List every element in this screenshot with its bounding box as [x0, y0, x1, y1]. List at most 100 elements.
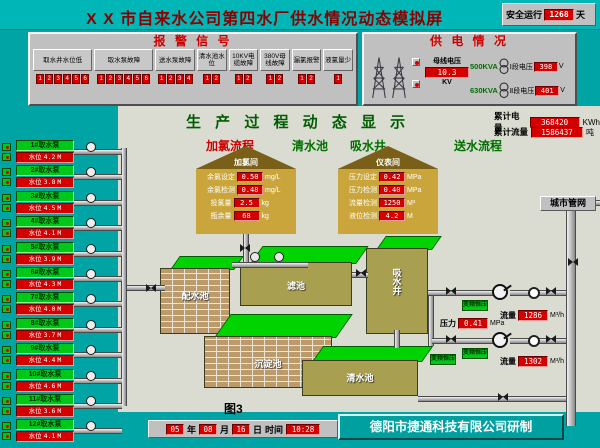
pump-icon[interactable]	[86, 421, 96, 432]
valve-icon[interactable]	[546, 287, 556, 295]
pump-icon[interactable]	[86, 218, 96, 229]
house-row-unit: kg	[261, 199, 269, 207]
section-label-suction-well: 吸水井	[350, 139, 387, 153]
pump-icon[interactable]	[86, 396, 96, 406]
bus-voltage-display: 10.3	[425, 67, 469, 78]
pump-status-light	[2, 432, 11, 441]
valve-icon[interactable]	[498, 393, 508, 401]
pump-status-light	[2, 229, 11, 238]
suction-header-pipe	[428, 290, 434, 346]
pipe	[74, 403, 122, 409]
dosing-pump-icon[interactable]	[274, 252, 284, 262]
pump-unit: 12#取水泵 水位 4.1 M	[2, 419, 122, 443]
pump-name-display: 2#取水泵	[16, 165, 74, 177]
pump-icon[interactable]	[86, 370, 96, 381]
pump-level-value: 3.8	[43, 178, 56, 187]
pipe	[418, 396, 568, 402]
tank-label: 沉淀池	[254, 358, 282, 369]
valve-icon[interactable]	[240, 244, 250, 252]
alarm-lamp: 1	[298, 74, 307, 84]
section-voltage-display: 398	[533, 61, 558, 72]
house-row: 流量检测 1250 M³	[342, 198, 434, 208]
valve-icon[interactable]	[446, 287, 456, 295]
pump-icon[interactable]	[86, 294, 96, 305]
tank-label: 吸水井	[391, 268, 402, 295]
pump-level-unit: M	[57, 381, 62, 390]
alarm-lamp: 4	[124, 74, 133, 84]
alarm-group-label: 380V母线故障	[260, 49, 290, 71]
month-label: 月	[219, 424, 229, 435]
valve-icon[interactable]	[446, 335, 456, 343]
pump-status-light	[2, 397, 11, 405]
valve-icon[interactable]	[146, 284, 156, 292]
house-row-unit: MPa	[407, 186, 422, 194]
pressure-label: 压力	[440, 319, 456, 328]
pump-level-unit: M	[57, 153, 62, 161]
pump-unit: 5#取水泵 水位 3.9 M	[2, 241, 122, 266]
pump-status-light	[2, 381, 11, 390]
alarm-group-label: 10KV电缆故障	[228, 49, 259, 71]
pump-icon[interactable]	[86, 192, 96, 203]
pump-level-unit: M	[57, 254, 62, 263]
house-row-unit: MPa	[407, 173, 422, 181]
pump-level-label: 水位	[28, 178, 42, 187]
pump-level-label: 水位	[28, 305, 42, 314]
flow-display: 1286	[518, 310, 548, 321]
house-readouts: 压力设定 0.42 MPa 压力检测 0.40 MPa 流量检测 1250 M³…	[342, 172, 434, 221]
pump-name-display: 3#取水泵	[16, 190, 74, 202]
alarm-lamp: 3	[115, 74, 124, 84]
pump-unit: 3#取水泵 水位 4.5 M	[2, 190, 122, 215]
alarm-lamp: 2	[275, 74, 284, 84]
pressure-readout-row: 压力 0.41 MPa	[440, 318, 504, 329]
pump-level-display: 水位 4.1 M	[16, 431, 74, 443]
pump-level-unit: M	[57, 229, 62, 238]
tank-front	[366, 248, 428, 334]
pump-status-light	[2, 203, 11, 212]
pump-unit: 4#取水泵 水位 4.1 M	[2, 216, 122, 240]
alarm-lamp: 3	[54, 74, 63, 84]
pump-level-value: 4.6	[43, 381, 56, 390]
date-bar: 05 年 08 月 16 日 时间 10:28	[148, 420, 338, 438]
section-voltage-unit: V	[560, 87, 565, 94]
pump-status-light	[2, 219, 11, 228]
pump-status-light	[2, 193, 11, 202]
suction-well-tank: 吸水井	[366, 236, 442, 334]
pump-unit: 2#取水泵 水位 3.8 M	[2, 165, 122, 189]
pump-icon[interactable]	[86, 345, 96, 356]
total-flow-row: 累计流量 1586437 吨	[494, 126, 594, 138]
pipe	[74, 301, 122, 308]
pump-icon[interactable]	[86, 269, 96, 279]
pump-icon[interactable]	[86, 167, 96, 178]
valve-icon[interactable]	[356, 269, 366, 277]
pump-unit: 7#取水泵 水位 4.0 M	[2, 292, 122, 316]
valve-icon[interactable]	[568, 258, 578, 266]
alarm-lamp: 5	[133, 74, 142, 84]
pump-status-light	[2, 295, 11, 304]
transformer-kva-label: 500KVA	[470, 62, 498, 71]
flow-unit: M³/h	[550, 358, 564, 365]
alarm-lamp: 4	[184, 74, 193, 84]
tank-top	[214, 314, 353, 338]
pump-status-light	[2, 168, 11, 177]
house-row-display: 68	[233, 211, 260, 221]
pump-level-label: 水位	[28, 407, 42, 415]
pump-status-light	[2, 330, 11, 339]
delivery-pump-icon[interactable]	[492, 284, 508, 300]
day-display: 16	[232, 423, 250, 435]
pump-icon[interactable]	[86, 319, 96, 330]
house-row-label: 投氯量	[210, 200, 232, 207]
pump-icon[interactable]	[86, 142, 96, 152]
dosing-pipe	[232, 262, 308, 268]
dosing-pump-icon[interactable]	[250, 252, 260, 262]
total-energy-label: 累计电量	[494, 111, 520, 133]
pump-icon[interactable]	[86, 243, 96, 254]
delivery-pump-icon[interactable]	[492, 332, 508, 348]
pump-status-light	[2, 178, 11, 187]
total-flow-label: 累计流量	[494, 127, 529, 137]
valve-icon[interactable]	[546, 335, 556, 343]
pump-level-unit: M	[57, 356, 62, 365]
